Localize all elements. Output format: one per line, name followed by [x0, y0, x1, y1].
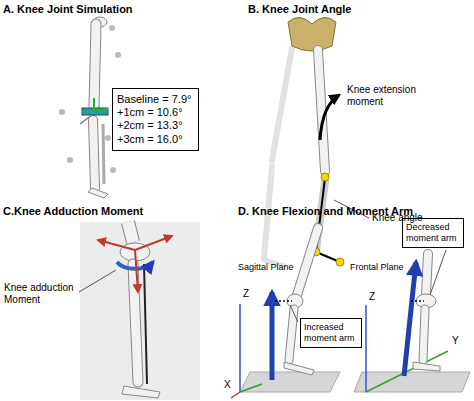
- annotation-label-box: Knee extension moment: [347, 84, 425, 107]
- sagittal-skeleton-part: [275, 300, 292, 302]
- panel-title-box: A. Knee Joint Simulation: [3, 3, 133, 16]
- annotation-label: Knee adduction Moment: [4, 282, 74, 305]
- axis-label-box: Z: [243, 288, 249, 300]
- sagittal-skeleton-part: [231, 392, 240, 398]
- annotation-label-box: Knee adduction Moment: [4, 282, 76, 305]
- box-text: Decreased moment arm: [406, 222, 458, 244]
- knee-simulation-skeleton-part: [67, 157, 73, 163]
- axis-label: Y: [452, 335, 459, 346]
- frontal-skeleton-part: [411, 300, 424, 302]
- box-text: Increased moment arm: [304, 322, 356, 344]
- frontal-skeleton-part: [430, 250, 446, 295]
- panel-title: D. Knee Flexion and Moment Arm: [238, 205, 413, 217]
- panel-title-box: B. Knee Joint Angle: [248, 3, 352, 16]
- panel-title-box: D. Knee Flexion and Moment Arm: [238, 205, 413, 218]
- knee-simulation-skeleton-part: [93, 120, 95, 188]
- knee-simulation-skeleton-part: [105, 135, 111, 141]
- knee-simulation-skeleton-part: [88, 188, 108, 198]
- sagittal-skeleton-part: [240, 372, 340, 392]
- plane-label-box: Sagittal Plane: [238, 262, 294, 272]
- panel-title: B. Knee Joint Angle: [248, 3, 352, 15]
- axis-label-box: Y: [452, 335, 459, 347]
- sagittal-skeleton-part: [284, 362, 314, 375]
- knee-angle-skeleton-part: [320, 95, 339, 140]
- sagittal-skeleton-part: [270, 292, 275, 380]
- knee-simulation-skeleton-part: [109, 25, 115, 31]
- box-text: +2cm = 13.3°: [117, 119, 183, 132]
- panel-title: C.Knee Adduction Moment: [3, 205, 143, 217]
- knee-adduction-skeleton: [79, 222, 200, 400]
- sagittal-skeleton-part: [239, 304, 241, 392]
- frontal-skeleton-part: [404, 262, 416, 376]
- plane-label-box: Frontal Plane: [350, 262, 404, 272]
- box-text: Baseline = 7.9°: [117, 93, 191, 106]
- panel-title: A. Knee Joint Simulation: [3, 3, 133, 15]
- knee-angle-skeleton-part: [272, 48, 292, 160]
- axis-label: Z: [243, 288, 249, 299]
- callout-box: Increased moment arm: [300, 318, 362, 348]
- knee-adduction-skeleton-part: [128, 222, 133, 242]
- frontal-skeleton-part: [413, 362, 440, 371]
- knee-angle-skeleton-part: [318, 50, 325, 171]
- plane-label: Frontal Plane: [350, 262, 404, 272]
- frontal-skeleton-part: [423, 309, 425, 360]
- knee-simulation-skeleton-part: [80, 115, 92, 124]
- frontal-skeleton-part: [426, 254, 428, 294]
- frontal-skeleton-part: [365, 305, 367, 392]
- sagittal-skeleton: [231, 228, 340, 398]
- knee-angle-skeleton-part: [288, 17, 336, 51]
- box-text: +3cm = 16.0°: [117, 133, 183, 146]
- sagittal-skeleton-part: [240, 384, 262, 392]
- result-box: Baseline = 7.9°+1cm = 10.6°+2cm = 13.3°+…: [112, 88, 199, 151]
- knee-angle-skeleton-part: [318, 50, 325, 171]
- sagittal-skeleton-part: [297, 228, 318, 295]
- panel-title-box: C.Knee Adduction Moment: [3, 205, 143, 218]
- knee-simulation-skeleton-part: [94, 109, 108, 111]
- box-text: +1cm = 10.6°: [117, 106, 183, 119]
- knee-adduction-skeleton-part: [135, 236, 172, 250]
- sagittal-skeleton-part: [297, 228, 318, 295]
- knee-simulation-skeleton-part: [94, 24, 96, 106]
- knee-angle-skeleton-part: [321, 173, 329, 181]
- knee-simulation-skeleton-part: [94, 24, 96, 106]
- knee-adduction-skeleton-part: [80, 222, 200, 400]
- sagittal-skeleton-part: [289, 309, 294, 360]
- knee-adduction-skeleton-part: [144, 264, 147, 384]
- knee-simulation-skeleton-part: [110, 167, 116, 173]
- knee-adduction-skeleton-part: [128, 222, 133, 242]
- plane-label: Sagittal Plane: [238, 262, 294, 272]
- axis-label-box: X: [224, 379, 231, 391]
- knee-simulation-skeleton-part: [115, 52, 121, 58]
- sagittal-skeleton-part: [289, 309, 294, 360]
- frontal-skeleton-part: [423, 309, 425, 360]
- sagittal-skeleton-part: [290, 305, 298, 322]
- knee-angle-skeleton-part: [336, 258, 344, 266]
- knee-simulation-skeleton-part: [103, 124, 104, 184]
- knee-simulation-skeleton-part: [59, 109, 65, 115]
- knee-adduction-skeleton-part: [122, 386, 160, 398]
- axis-label: Z: [369, 291, 375, 302]
- knee-simulation-skeleton-part: [93, 98, 95, 111]
- knee-adduction-skeleton-part: [98, 240, 135, 250]
- knee-adduction-skeleton-part: [135, 250, 138, 292]
- frontal-skeleton-part: [426, 254, 428, 294]
- annotation-label: Knee extension moment: [347, 84, 416, 107]
- knee-adduction-skeleton-part: [79, 270, 116, 292]
- knee-simulation-skeleton-part: [93, 120, 95, 188]
- axis-label-box: Z: [369, 291, 375, 303]
- axis-label: X: [224, 379, 231, 390]
